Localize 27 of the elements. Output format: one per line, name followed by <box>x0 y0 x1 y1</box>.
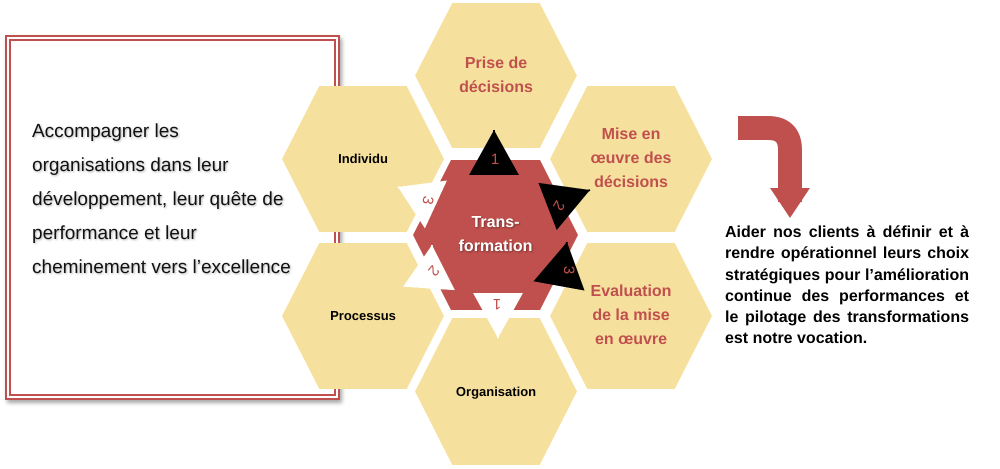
hexagon <box>282 86 444 232</box>
triangle-arrow <box>473 293 523 338</box>
edge-label: 3 <box>559 264 577 276</box>
mission-text: Aider nos clients à définir et à rendre opérationnel leurs choix stratégiques pour l’amélioration continue des performances et le pilotage des transformations est notre vocation. <box>725 223 969 350</box>
edge-label: 2 <box>548 196 569 216</box>
hexagon <box>550 243 712 389</box>
hexagon <box>415 318 577 465</box>
edge-label: 3 <box>417 194 438 208</box>
hexagon <box>550 86 712 232</box>
panel-text: Accompagner les organisations dans leur développement, leur quête de performance et leur cheminement vers l’excellence <box>32 120 292 280</box>
hexagon-label: Mise en œuvre des décisions <box>590 125 672 193</box>
hexagon-label: Organisation <box>454 382 538 401</box>
edge-label: 1 <box>490 151 500 169</box>
hexagon <box>415 3 577 148</box>
triangle-arrow <box>403 244 455 290</box>
hexagon-label: Prise de décisions <box>458 54 534 98</box>
hexagon-label: Processus <box>329 307 397 326</box>
edge-label: 2 <box>423 260 444 281</box>
triangle-arrow <box>469 130 519 175</box>
hexagon-label: Trans- formation <box>458 213 534 257</box>
triangle-arrow <box>538 182 590 230</box>
hexagon-label: Individu <box>337 150 389 168</box>
curved-arrow <box>738 116 810 218</box>
edge-label: 1 <box>492 294 502 312</box>
triangle-arrow <box>398 180 448 228</box>
triangle-arrow <box>533 242 585 291</box>
hexagon-label: Evaluation de la mise en œuvre <box>590 282 672 350</box>
